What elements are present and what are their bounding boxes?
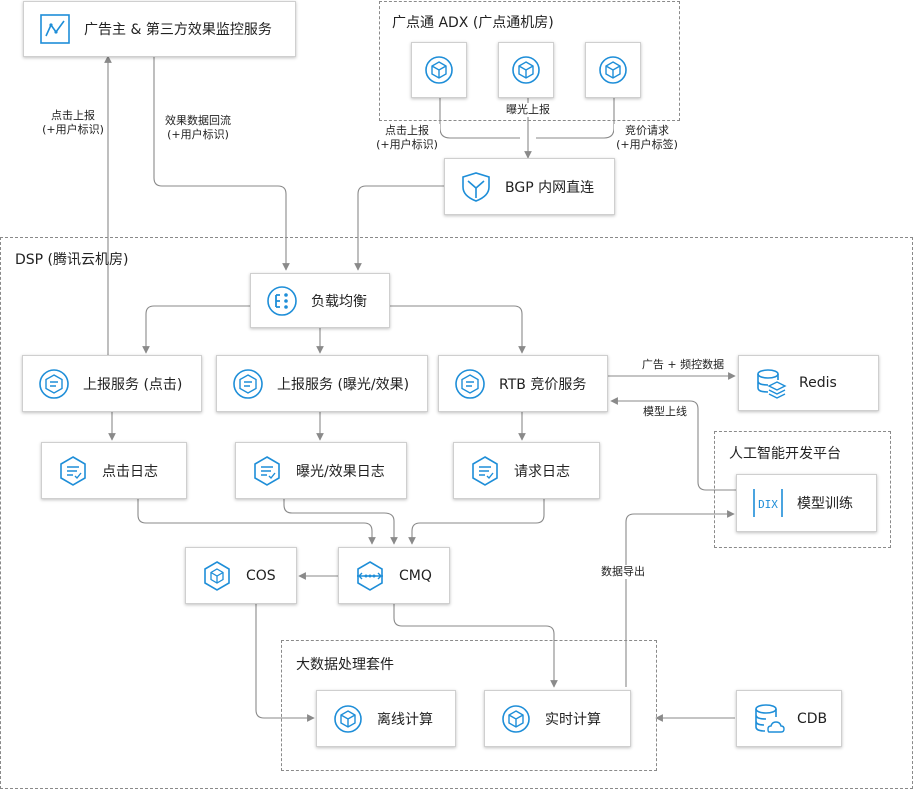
node-cdb-label: CDB: [797, 710, 828, 727]
node-cdb[interactable]: CDB: [736, 690, 842, 747]
node-load-balancer[interactable]: 负载均衡: [250, 273, 390, 328]
edge-label-line: (+用户标识): [376, 138, 438, 151]
cvm-service-icon: [37, 367, 71, 401]
cube-server-icon: [512, 56, 540, 84]
edge-lb-rtb: [390, 305, 526, 354]
edge-request-log-cmq: [408, 499, 545, 545]
edge-lb-report-click: [142, 305, 250, 354]
cos-box-icon: [200, 559, 234, 593]
node-expose-log[interactable]: 曝光/效果日志: [235, 442, 407, 499]
node-click-log-label: 点击日志: [102, 463, 158, 480]
edge-label-adx-bid: 竞价请求 (+用户标签): [614, 124, 680, 152]
bgp-shield-icon: [459, 170, 493, 204]
node-realtime-compute[interactable]: 实时计算: [484, 690, 631, 747]
edge-label-model-online: 模型上线: [638, 405, 692, 419]
edge-label-line: 竞价请求: [625, 124, 669, 137]
cvm-service-icon: [231, 367, 265, 401]
load-balancer-icon: [265, 284, 299, 318]
edge-label-adx-expose: 曝光上报: [500, 103, 556, 117]
edge-adx3-merge: [536, 98, 615, 139]
edge-realtime-export: [625, 510, 735, 687]
log-document-icon: [468, 454, 502, 488]
node-cos-label: COS: [246, 567, 276, 584]
node-cmq[interactable]: CMQ: [338, 547, 450, 604]
log-document-icon: [250, 454, 284, 488]
edge-label-line: (+用户标签): [616, 138, 678, 151]
edge-label-line: 点击上报: [385, 124, 429, 137]
line-chart-monitor-icon: [38, 12, 72, 46]
node-advertiser[interactable]: 广告主 & 第三方效果监控服务: [23, 1, 296, 57]
adx-server-3[interactable]: [585, 42, 641, 98]
edge-label-redis-data: 广告 + 频控数据: [636, 358, 730, 372]
group-adx-title: 广点通 ADX (广点通机房): [392, 15, 554, 31]
edge-label-line: 广告 + 频控数据: [641, 358, 725, 371]
node-report-expose[interactable]: 上报服务 (曝光/效果): [216, 355, 428, 412]
node-redis[interactable]: Redis: [738, 355, 879, 411]
node-report-expose-label: 上报服务 (曝光/效果): [277, 376, 410, 393]
compute-cube-icon: [331, 702, 365, 736]
edge-click-log-cmq: [137, 499, 376, 545]
node-cmq-label: CMQ: [399, 567, 432, 584]
cmq-queue-icon: [353, 559, 387, 593]
dix-ai-icon: DIX: [751, 486, 785, 520]
edge-expose-log-cmq: [283, 499, 398, 545]
node-report-click[interactable]: 上报服务 (点击): [22, 355, 202, 412]
node-cos[interactable]: COS: [185, 547, 297, 604]
edge-label-line: (+用户标识): [42, 123, 104, 136]
group-bigdata-title: 大数据处理套件: [296, 657, 394, 673]
node-rtb-label: RTB 竞价服务: [499, 376, 587, 393]
edge-adx1-merge: [439, 98, 520, 139]
node-realtime-compute-label: 实时计算: [545, 711, 601, 728]
node-redis-label: Redis: [799, 375, 837, 391]
cvm-service-icon: [453, 367, 487, 401]
edge-label-effect-return: 效果数据回流 (+用户标识): [158, 114, 238, 142]
edge-label-line: 数据导出: [601, 565, 645, 578]
svg-text:DIX: DIX: [758, 498, 778, 511]
edge-cos-offline: [255, 603, 315, 722]
node-load-balancer-label: 负载均衡: [311, 293, 367, 310]
edge-label-line: (+用户标识): [167, 128, 229, 141]
node-expose-log-label: 曝光/效果日志: [296, 463, 385, 480]
edge-label-line: 曝光上报: [506, 103, 550, 116]
edge-effect-return: [153, 56, 290, 271]
node-model-train-label: 模型训练: [797, 496, 853, 512]
edge-model-rtb: [610, 397, 746, 491]
node-offline-compute-label: 离线计算: [377, 711, 433, 728]
node-report-click-label: 上报服务 (点击): [83, 376, 183, 393]
edge-label-adx-click: 点击上报 (+用户标识): [374, 124, 440, 152]
edge-label-line: 点击上报: [51, 109, 95, 122]
redis-stack-icon: [753, 366, 787, 400]
group-dsp-title: DSP (腾讯云机房): [15, 252, 129, 268]
cdb-database-icon: [751, 702, 785, 736]
compute-cube-icon: [499, 702, 533, 736]
edge-bgp-lb: [354, 185, 444, 271]
adx-server-2[interactable]: [498, 42, 554, 98]
group-ai: 人工智能开发平台: [714, 431, 891, 548]
edge-label-line: 效果数据回流: [165, 114, 231, 127]
node-request-log-label: 请求日志: [514, 463, 570, 480]
cube-server-icon: [425, 56, 453, 84]
edge-label-line: 模型上线: [643, 405, 687, 418]
group-ai-title: 人工智能开发平台: [729, 446, 841, 462]
log-document-icon: [56, 454, 90, 488]
node-bgp[interactable]: BGP 内网直连: [444, 158, 615, 215]
edge-cmq-realtime: [393, 603, 558, 688]
node-click-log[interactable]: 点击日志: [41, 442, 187, 499]
group-adx: 广点通 ADX (广点通机房): [379, 1, 680, 121]
edge-label-data-export: 数据导出: [596, 565, 650, 579]
edge-label-click-report: 点击上报 (+用户标识): [42, 109, 104, 137]
adx-server-1[interactable]: [411, 42, 467, 98]
node-advertiser-label: 广告主 & 第三方效果监控服务: [84, 22, 272, 38]
node-bgp-label: BGP 内网直连: [505, 179, 595, 196]
node-request-log[interactable]: 请求日志: [453, 442, 600, 499]
group-bigdata: 大数据处理套件: [281, 640, 657, 771]
cube-server-icon: [599, 56, 627, 84]
node-offline-compute[interactable]: 离线计算: [316, 690, 456, 747]
node-rtb[interactable]: RTB 竞价服务: [438, 355, 608, 412]
node-model-train[interactable]: DIX 模型训练: [736, 474, 877, 532]
